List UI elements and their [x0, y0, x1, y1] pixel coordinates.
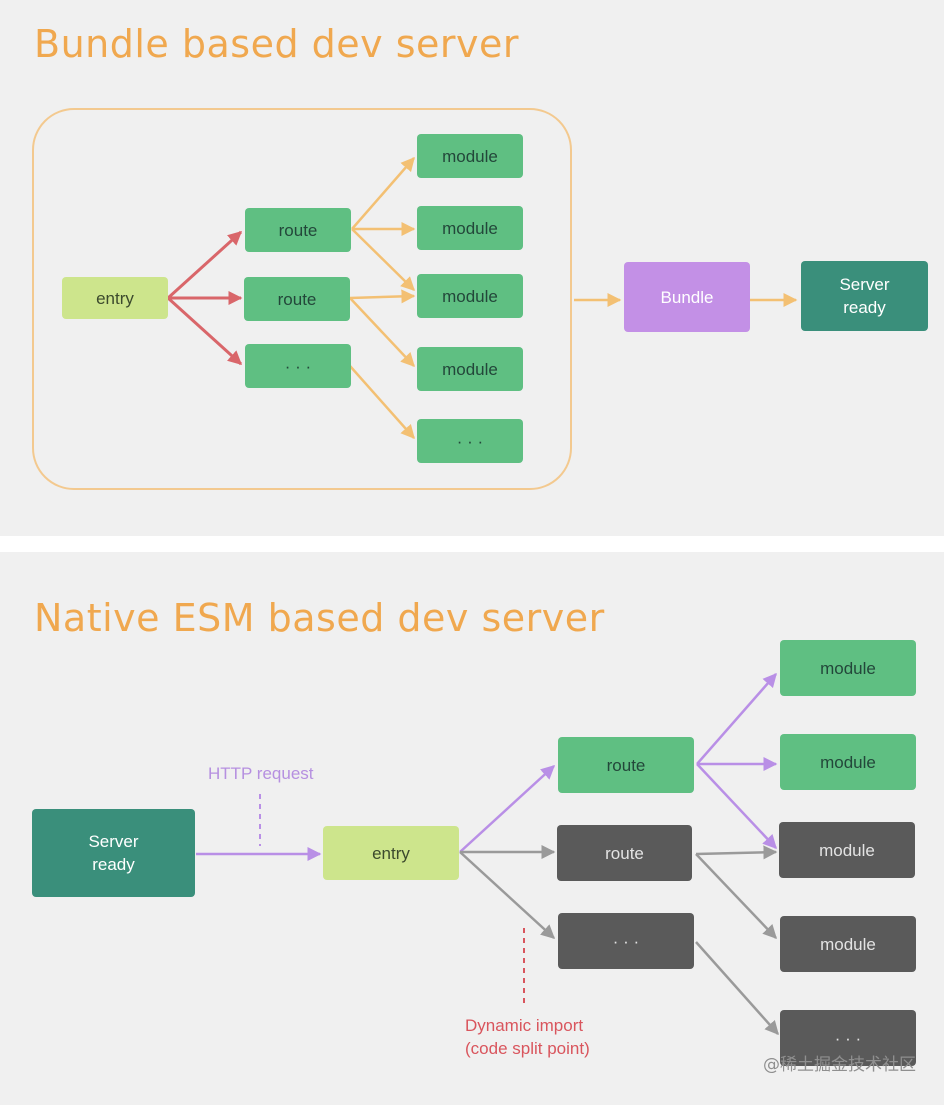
route-node: route	[244, 277, 350, 321]
esm-arrows	[196, 672, 779, 1036]
module-node: module	[417, 347, 523, 391]
arrow-entry-route3	[166, 296, 243, 366]
arrow-route3-more	[349, 365, 415, 440]
watermark: @稀土掘金技术社区	[763, 1055, 916, 1075]
entry-node: entry	[62, 277, 168, 319]
dynamic-import-label: Dynamic import (code split point)	[465, 1014, 590, 1060]
route-more-node: · · ·	[558, 913, 694, 969]
route-label: route	[278, 220, 318, 240]
arrow-route3-more	[695, 941, 779, 1036]
entry-node: entry	[323, 826, 459, 880]
http-request-label: HTTP request	[208, 764, 314, 783]
module-node-inactive: module	[779, 822, 915, 878]
route-label: route	[277, 289, 317, 309]
server-ready-node: Server ready	[801, 261, 928, 331]
route-label: route	[605, 843, 644, 863]
route-node: route	[245, 208, 351, 252]
module-node: module	[417, 134, 523, 178]
arrow-route1-module3	[696, 763, 777, 850]
route-node-inactive: route	[557, 825, 692, 881]
route-label: route	[606, 755, 646, 775]
dynamic-import-line1: Dynamic import	[465, 1016, 584, 1035]
arrow-route1-module3	[351, 228, 415, 291]
route-more-label: · · ·	[612, 931, 640, 951]
module-more-node: · · ·	[780, 1010, 916, 1066]
bundle-diagram-panel: Bundle based dev server entr	[0, 0, 944, 536]
module-more-node: · · ·	[417, 419, 523, 463]
esm-diagram-panel: Native ESM based dev server	[0, 552, 944, 1105]
arrow-route2-module3	[695, 845, 778, 860]
dynamic-import-line2: (code split point)	[465, 1039, 590, 1058]
route-more-label: · · ·	[284, 356, 312, 376]
entry-label: entry	[96, 288, 134, 308]
module-label: module	[442, 286, 498, 306]
arrow-entry-route3	[459, 851, 556, 939]
bundle-label: Bundle	[660, 287, 714, 307]
arrow-entry-route1	[166, 230, 243, 300]
route-more-node: · · ·	[245, 344, 351, 388]
bundle-arrows	[166, 156, 798, 440]
module-label: module	[442, 146, 498, 166]
server-ready-node: Server ready	[32, 809, 195, 897]
route-node: route	[558, 737, 694, 793]
module-node: module	[417, 206, 523, 250]
module-more-label: · · ·	[456, 431, 484, 451]
module-label: module	[820, 752, 876, 772]
module-node-inactive: module	[780, 916, 916, 972]
module-label: module	[442, 359, 498, 379]
arrow-route1-module1	[351, 156, 415, 230]
module-node: module	[417, 274, 523, 318]
arrow-route2-module3	[349, 289, 416, 304]
arrow-route2-module4	[349, 297, 415, 368]
module-label: module	[820, 934, 876, 954]
bundle-node: Bundle	[624, 262, 750, 332]
module-label: module	[820, 658, 876, 678]
server-ready-label: Server ready	[88, 832, 139, 874]
esm-title: Native ESM based dev server	[34, 596, 605, 640]
bundle-group-frame	[32, 108, 572, 490]
entry-label: entry	[372, 843, 410, 863]
arrow-route2-module4	[695, 853, 777, 940]
server-ready-label: Server ready	[839, 275, 890, 317]
module-label: module	[442, 218, 498, 238]
bundle-title: Bundle based dev server	[34, 22, 520, 66]
arrow-entry-route1	[459, 765, 556, 853]
module-more-label: · · ·	[834, 1028, 862, 1048]
module-node: module	[780, 734, 916, 790]
module-label: module	[819, 840, 875, 860]
arrow-route1-module1	[696, 672, 777, 765]
module-node: module	[780, 640, 916, 696]
